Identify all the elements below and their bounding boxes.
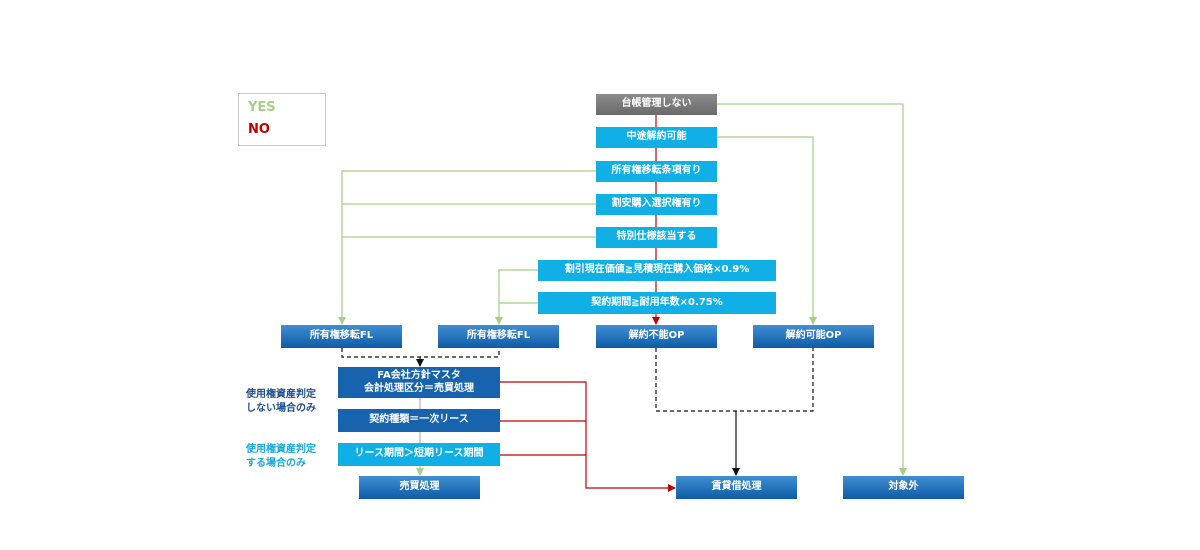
no-connector: [500, 381, 676, 492]
note-not-judged: 使用権資産判定 しない場合のみ: [246, 388, 316, 415]
rental-result-node: 賃貸借処理: [676, 476, 797, 499]
fl-left-node: 所有権移転FL: [281, 325, 402, 348]
cancellable-node: 中途解約可能: [596, 127, 717, 148]
yes-connector: [717, 136, 817, 325]
ownership-clause-node: 所有権移転条項有り: [596, 161, 717, 182]
fl-right-node: 所有権移転FL: [438, 325, 559, 348]
term-test-node: 契約期間≧耐用年数×0.75%: [538, 292, 776, 314]
yes-connector: [338, 170, 596, 325]
op-cancel-node: 解約可能OP: [753, 325, 874, 348]
legend: YES NO: [238, 93, 326, 146]
dashed-connector: [341, 348, 500, 358]
note-not-judged-line1: 使用権資産判定: [246, 389, 316, 400]
note-judged: 使用権資産判定 する場合のみ: [246, 443, 316, 470]
no-ledger-node: 台帳管理しない: [596, 94, 717, 115]
pv-test-node: 割引現在価値≧見積現在購入価格×0.9%: [538, 260, 776, 281]
legend-yes-label: YES: [248, 100, 276, 115]
bargain-option-node: 割安購入選択権有り: [596, 194, 717, 215]
yes-connector: [495, 269, 538, 325]
fa-master-line2: 会計処理区分＝売買処理: [364, 382, 474, 394]
op-noncancel-node: 解約不能OP: [596, 325, 717, 348]
note-not-judged-line2: しない場合のみ: [246, 402, 316, 414]
yes-connector: [717, 103, 907, 476]
legend-no-label: NO: [248, 122, 270, 137]
dashed-connector: [655, 348, 814, 412]
fa-master-line1: FA会社方針マスタ: [377, 370, 461, 381]
lease-period-node: リース期間＞短期リース期間: [338, 443, 500, 466]
fa-master-node: FA会社方針マスタ 会計処理区分＝売買処理: [338, 367, 500, 398]
sale-result-node: 売買処理: [359, 476, 480, 499]
note-judged-line1: 使用権資産判定: [246, 444, 316, 455]
contract-type-node: 契約種類＝一次リース: [338, 409, 500, 432]
special-spec-node: 特別仕様該当する: [596, 227, 717, 248]
note-judged-line2: する場合のみ: [246, 457, 306, 469]
excluded-result-node: 対象外: [843, 476, 964, 499]
